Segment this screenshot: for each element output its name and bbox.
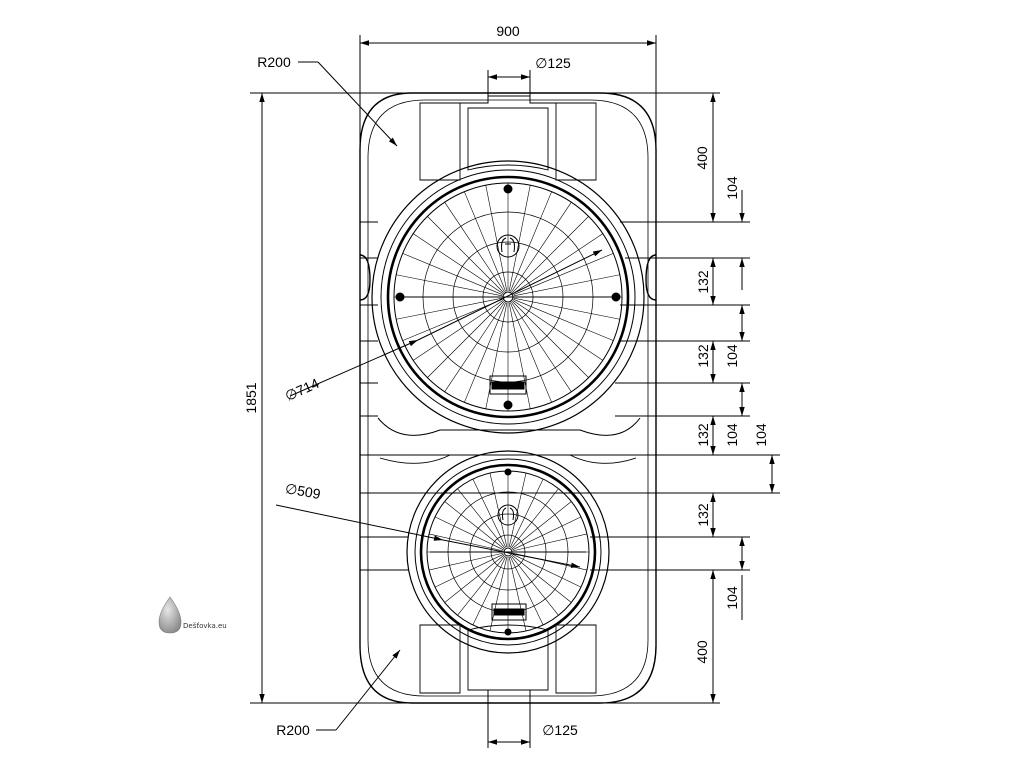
dim-104-label: 104 [724,586,740,610]
lid-rib [489,556,508,632]
lid-rib [428,552,504,571]
lid-rib [434,516,504,551]
water-drop-icon [158,596,182,634]
lid-rib [427,216,504,293]
dim-104-label: 104 [724,176,740,200]
lid-rib [472,478,507,548]
lid-rib [510,191,552,292]
top-radius-label: R200 [257,54,291,70]
lid-rib [513,297,620,320]
lid-rib [485,302,508,409]
lid-rib [464,302,506,403]
lid-large-label: ∅714 [282,375,321,404]
lid-rib [434,553,504,588]
lid-rib [489,472,508,548]
lid-logo-icon [491,504,527,621]
lid-rib [402,299,503,341]
lid-rib [509,556,544,626]
lid-rib [444,202,505,293]
lid-rib [413,233,504,294]
lid-rib [508,185,531,292]
lid-rib [508,556,527,632]
width-label: 900 [496,23,520,39]
lid-rib [509,478,544,548]
lid-rib [508,472,527,548]
dimension-lines [250,35,780,748]
height-label: 1851 [243,382,259,413]
lid-rib [485,185,508,292]
lid-rib [396,274,503,297]
lid-logo-icon [489,234,527,395]
dim-104-label: 104 [724,423,740,447]
small-lid [406,450,610,654]
lid-rib [444,554,505,603]
lid-rib [512,553,582,588]
lid-rib [510,488,559,549]
bottom-radius-label: R200 [276,722,310,738]
lid-rib [472,556,507,626]
bottom-inlet-label: ∅125 [542,722,578,738]
lid-small-label: ∅509 [284,480,322,502]
lid-rib [457,555,506,616]
dim-104-label: 104 [753,423,769,447]
large-lid [371,160,645,434]
right-bottom-400-label: 400 [694,640,710,664]
lid-rib [464,191,506,292]
lid-rib [508,302,531,409]
right-top-400-label: 400 [694,146,710,170]
watermark-text: Dešťovka.eu [183,621,227,630]
lid-rib [512,516,582,551]
dim-132-label: 132 [695,270,711,294]
lid-rib [413,300,504,361]
lid-rib [511,202,572,293]
dim-104-label: 104 [724,344,740,368]
lid-rib [511,501,572,550]
dim-132-label: 132 [695,503,711,527]
lid-rib [512,216,589,293]
lid-rib [457,488,506,549]
lid-rib [427,301,504,378]
lid-rib [511,554,572,603]
lid-rib [511,301,572,392]
lid-rib [402,253,503,295]
lid-rib [444,301,505,392]
lid-rib [510,555,559,616]
dim-132-label: 132 [695,344,711,368]
lid-rib [513,253,614,295]
lid-rib [510,302,552,403]
lid-rib [512,301,589,378]
lid-rib [512,233,603,294]
dim-132-label: 132 [695,423,711,447]
lid-rib [428,533,504,552]
top-inlet-label: ∅125 [535,55,571,71]
lid-rib [513,274,620,297]
lid-rib [512,300,603,361]
lid-rib [512,533,588,552]
lid-rib [444,501,505,550]
lid-rib [513,299,614,341]
lid-rib [396,297,503,320]
